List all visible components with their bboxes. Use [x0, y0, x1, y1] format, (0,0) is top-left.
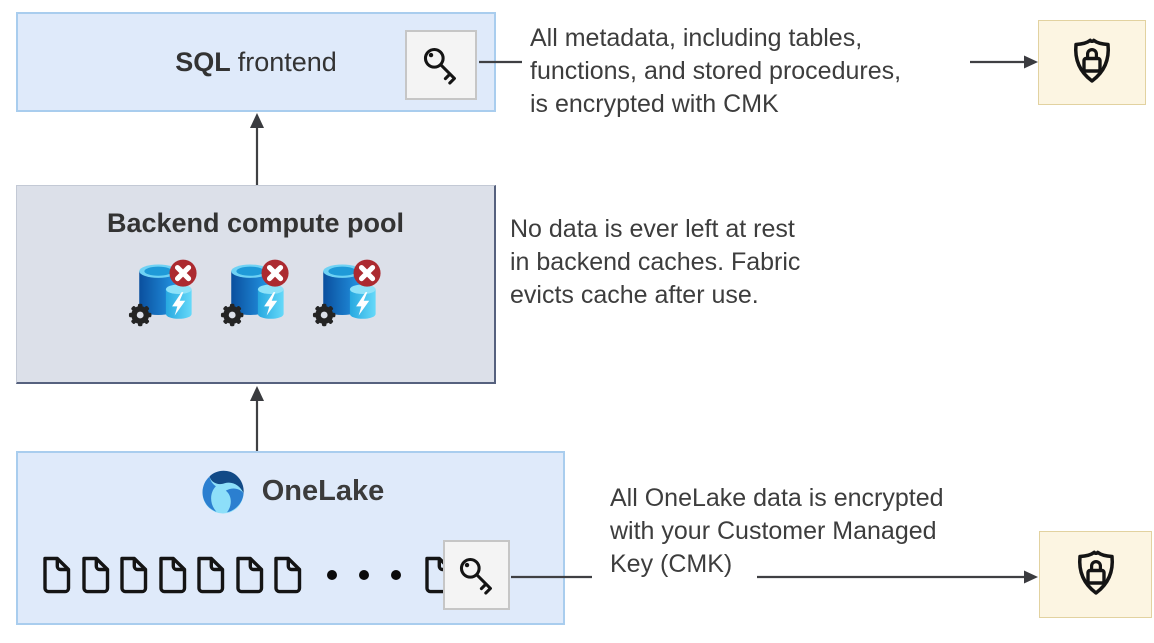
ellipsis-dots [316, 570, 412, 580]
key-icon [418, 42, 464, 88]
onelake-encryption-annotation: All OneLake data is encrypted with your … [610, 482, 944, 581]
arrowhead-right-bottom [1024, 570, 1038, 584]
cache-icon-row [17, 253, 494, 337]
annotation-line: evicts cache after use. [510, 281, 759, 309]
document-icon [154, 555, 188, 595]
ellipsis-dot [358, 570, 369, 580]
cache-evicted-icon [216, 253, 296, 337]
cmk-shield-tile-top [1038, 20, 1146, 105]
annotation-line: with your Customer Managed [610, 517, 937, 545]
onelake-cmk-key-tile [443, 540, 510, 610]
annotation-line: No data is ever left at rest [510, 215, 795, 243]
onelake-title: OneLake [261, 474, 385, 507]
document-icon [115, 555, 149, 595]
sql-cmk-key-tile [405, 30, 477, 100]
shield-lock-icon [1070, 547, 1122, 603]
ellipsis-dot [326, 570, 337, 580]
sql-frontend-title-bold: SQL [175, 46, 231, 77]
arrowhead-up-sql [250, 113, 264, 128]
annotation-line: is encrypted with CMK [530, 90, 779, 118]
backend-compute-pool-title: Backend compute pool [106, 208, 405, 238]
annotation-line: in backend caches. Fabric [510, 248, 801, 276]
document-icon [38, 555, 72, 595]
annotation-line: All metadata, including tables, [530, 24, 863, 52]
cache-evicted-icon [124, 253, 204, 337]
key-icon [454, 552, 500, 598]
onelake-box: OneLake [16, 451, 565, 625]
document-icon [77, 555, 111, 595]
annotation-line: Key (CMK) [610, 550, 733, 578]
metadata-encryption-annotation: All metadata, including tables, function… [530, 22, 901, 121]
cache-evicted-icon [308, 253, 388, 337]
onelake-logo [197, 465, 249, 517]
annotation-line: All OneLake data is encrypted [610, 484, 944, 512]
document-icon [269, 555, 303, 595]
onelake-header: OneLake [18, 465, 563, 517]
shield-lock-icon [1066, 35, 1118, 91]
ellipsis-dot [390, 570, 401, 580]
document-icon [192, 555, 226, 595]
cmk-shield-tile-bottom [1039, 531, 1152, 618]
document-row [38, 555, 458, 595]
arrowhead-up-backend [250, 386, 264, 401]
backend-compute-pool-box: Backend compute pool [16, 185, 496, 384]
annotation-line: functions, and stored procedures, [530, 57, 902, 85]
document-icon [231, 555, 265, 595]
arrowhead-right-top [1024, 55, 1038, 69]
sql-frontend-title-regular: frontend [237, 46, 337, 77]
cache-eviction-annotation: No data is ever left at rest in backend … [510, 213, 800, 312]
